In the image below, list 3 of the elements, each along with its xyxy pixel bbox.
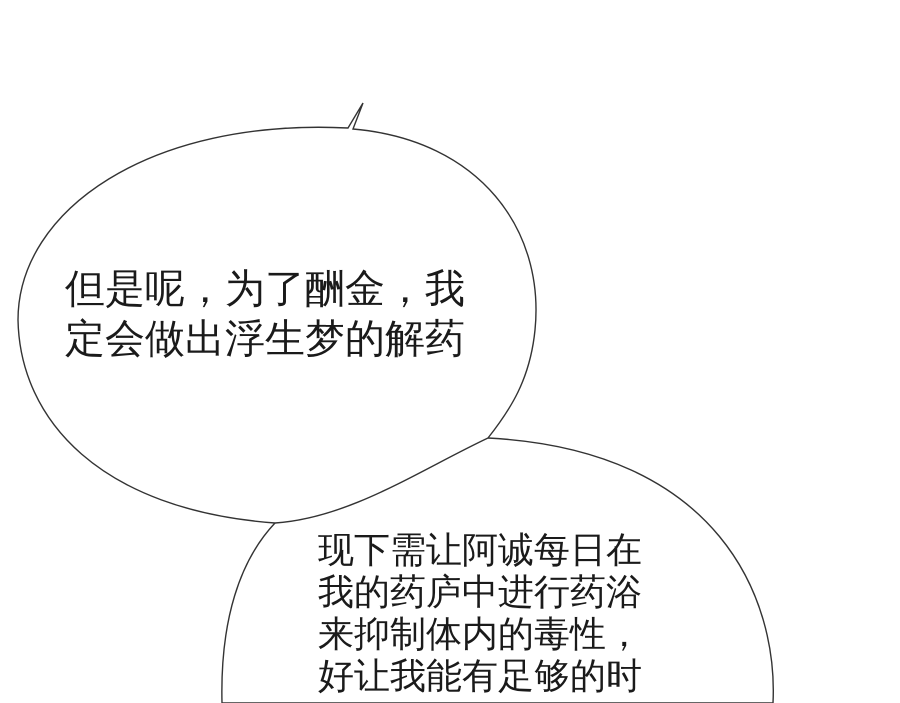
bubble-text: 现下需让阿诚每日在我的药庐中进行药浴来抑制体内的毒性，好让我能有足够的时 bbox=[318, 530, 643, 698]
bubble-text: 但是呢，为了酬金，我定会做出浮生梦的解药 bbox=[65, 265, 466, 364]
speech-bubble bbox=[16, 100, 538, 526]
